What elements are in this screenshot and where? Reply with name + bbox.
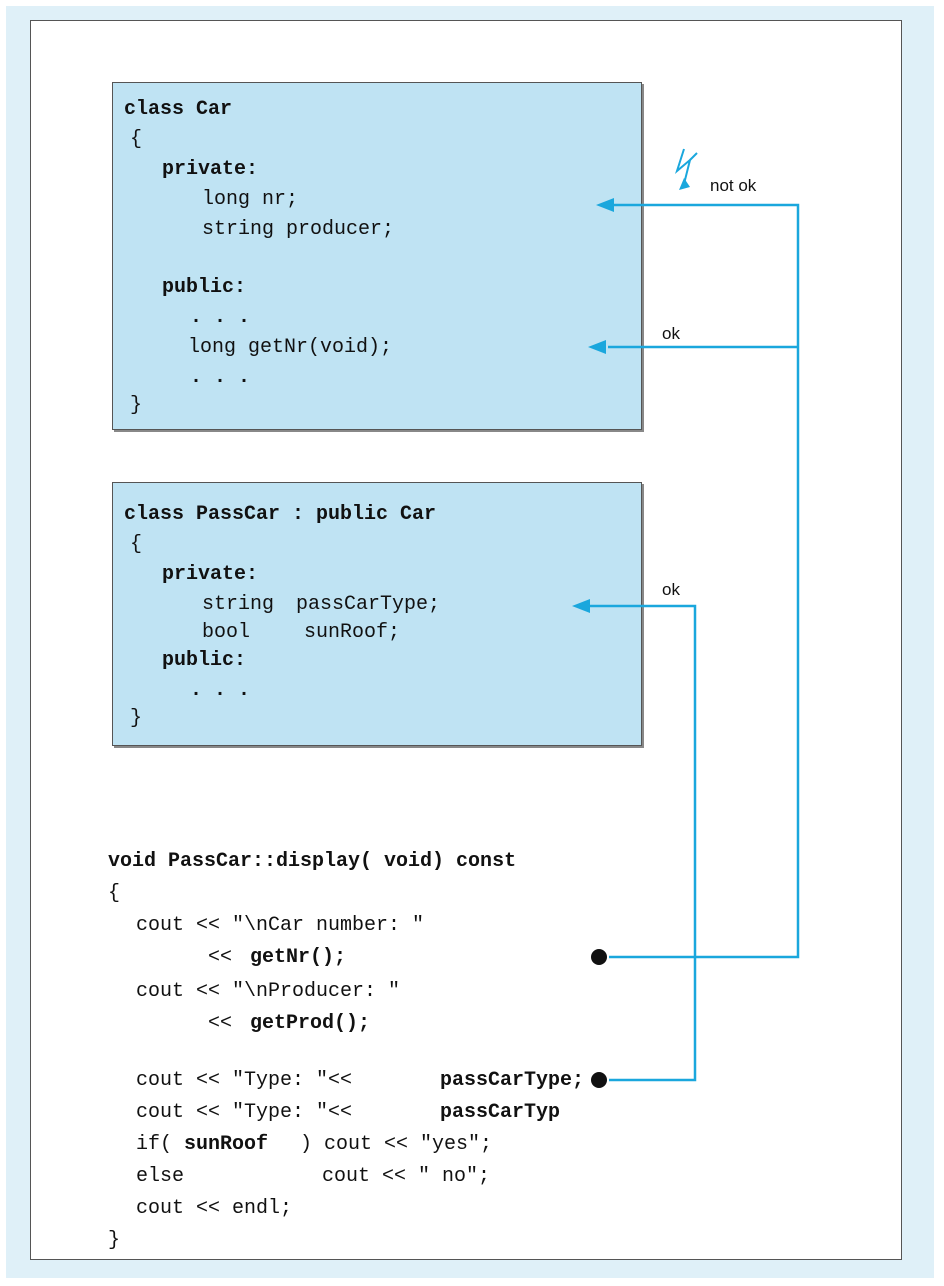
car-class-header: class Car: [124, 98, 233, 121]
display-line-4-op: <<: [208, 1012, 245, 1035]
display-line-7-member: sunRoof: [184, 1133, 269, 1156]
display-line-6-member: passCarTyp: [440, 1101, 561, 1124]
display-line-3: cout << "\nProducer: ": [136, 980, 401, 1003]
car-ellipsis-1: . . .: [190, 306, 251, 329]
car-private-label: private:: [162, 158, 259, 181]
car-class-box: [112, 82, 642, 430]
car-field-nr: long nr;: [202, 188, 299, 211]
display-line-7-suffix: ) cout << "yes";: [300, 1133, 493, 1156]
label-ok-getnr: ok: [662, 324, 680, 343]
passcar-private-label: private:: [162, 563, 259, 586]
filled-dot-icon: [591, 949, 607, 965]
passcar-class-box: [112, 482, 642, 746]
arrowhead-ok-getnr: [588, 340, 606, 354]
passcar-public-label: public:: [162, 649, 247, 672]
display-line-1: cout << "\nCar number: ": [136, 914, 425, 937]
display-line-8-cout: cout << " no";: [322, 1165, 491, 1188]
car-field-producer: string producer;: [202, 218, 395, 241]
arrowhead-not-ok: [596, 198, 614, 212]
getnr-connector: [590, 203, 800, 1082]
passcar-class-header: class PassCar : public Car: [124, 503, 437, 526]
display-close-brace: }: [108, 1229, 121, 1252]
filled-dot-icon: [591, 1072, 607, 1088]
display-line-4-call: getProd();: [250, 1012, 371, 1035]
passcar-close-brace: }: [130, 707, 143, 730]
display-line-8-else: else: [136, 1165, 185, 1188]
display-line-2-op: <<: [208, 946, 245, 969]
label-ok-passcartype: ok: [662, 580, 680, 599]
car-public-label: public:: [162, 276, 247, 299]
display-line-5-prefix: cout << "Type: "<<: [136, 1069, 365, 1092]
display-line-2-call: getNr();: [250, 946, 347, 969]
display-signature: void PassCar::display( void) const: [108, 850, 517, 873]
arrowhead-ok-passcartype: [572, 599, 590, 613]
passcar-field-roof-name: sunRoof;: [304, 621, 401, 644]
display-line-5-member: passCarType;: [440, 1069, 585, 1092]
car-close-brace: }: [130, 394, 143, 417]
car-method-getnr: long getNr(void);: [188, 336, 393, 359]
display-line-9: cout << endl;: [136, 1197, 293, 1220]
passcar-field-roof-kw: bool: [202, 621, 251, 644]
car-ellipsis-2: . . .: [190, 366, 251, 389]
display-line-6-prefix: cout << "Type: "<<: [136, 1101, 365, 1124]
passcar-field-type-kw: string: [202, 593, 275, 616]
car-open-brace: {: [130, 128, 143, 151]
display-open-brace: {: [108, 882, 121, 905]
passcar-open-brace: {: [130, 533, 143, 556]
label-not-ok: not ok: [710, 176, 757, 195]
passcar-field-type-name: passCarType;: [296, 593, 441, 616]
lightning-bolt-icon: [674, 148, 698, 190]
passcar-ellipsis: . . .: [190, 679, 251, 702]
display-line-7-prefix: if(: [136, 1133, 185, 1156]
